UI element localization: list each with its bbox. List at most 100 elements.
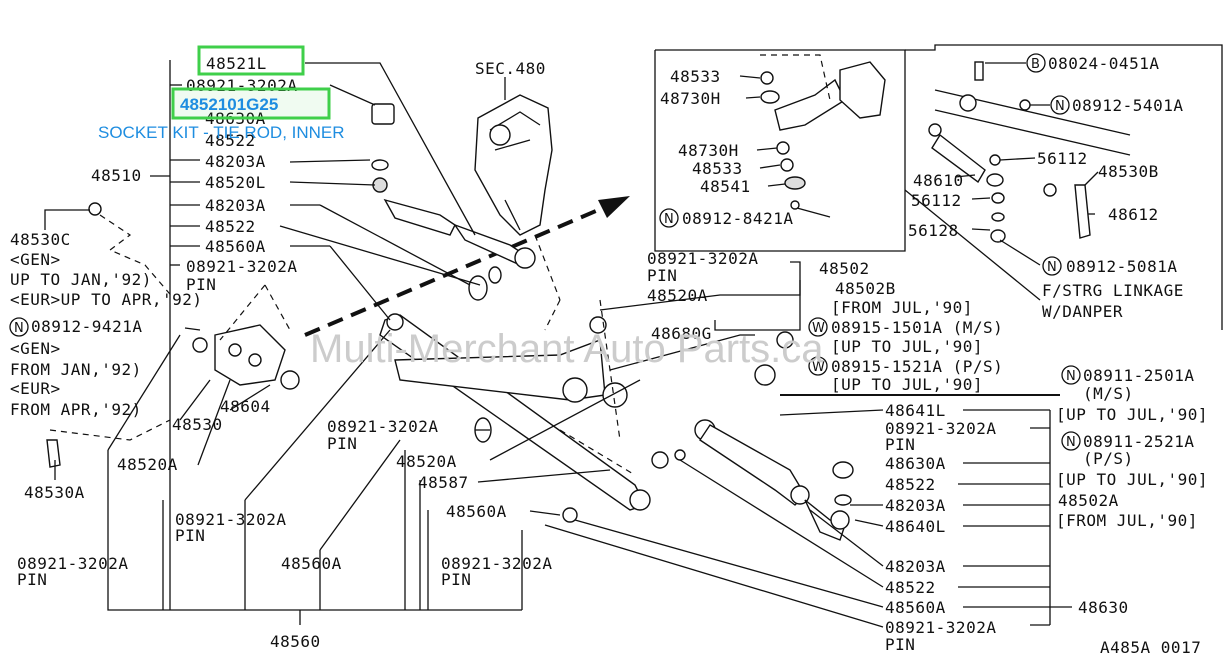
b-mark: B	[1031, 57, 1040, 72]
label-48530c: 48530C	[10, 230, 71, 249]
label-48610: 48610	[913, 171, 964, 190]
label-48522-2: 48522	[205, 217, 256, 236]
steering-gear-box	[474, 77, 561, 331]
n-mark-2: N	[664, 212, 674, 227]
label-08911-2501a: 08911-2501A	[1083, 366, 1194, 385]
idler-bracket	[46, 202, 300, 468]
w-mark-1: W	[812, 321, 825, 336]
label-48612: 48612	[1108, 205, 1159, 224]
label-56112-2: 56112	[911, 191, 962, 210]
label-08912-9421a: 08912-9421A	[31, 317, 142, 336]
highlight-part-number[interactable]: 4852101G25	[180, 95, 278, 114]
n-mark-1: N	[14, 321, 24, 336]
label-upto-jul90-2: [UP TO JUL,'90]	[831, 375, 983, 394]
highlight-box-part-number[interactable]	[171, 87, 331, 120]
label-48522-top: 48522	[205, 131, 256, 150]
label-48502b: 48502B	[835, 279, 896, 298]
label-48502: 48502	[819, 259, 870, 278]
label-from-jul90: [FROM JUL,'90]	[831, 298, 973, 317]
label-48533-2: 48533	[692, 159, 743, 178]
label-48604: 48604	[220, 397, 271, 416]
label-48560a-low: 48560A	[446, 502, 507, 521]
label-48530: 48530	[172, 415, 223, 434]
label-pin-c: PIN	[175, 526, 205, 545]
label-48630: 48630	[1078, 598, 1129, 617]
pitman-idler	[394, 299, 794, 476]
label-eur-upto-apr92: <EUR>UP TO APR,'92)	[10, 290, 203, 309]
label-48560: 48560	[270, 632, 321, 651]
arrow-head	[598, 196, 630, 218]
n-mark-3: N	[1055, 99, 1065, 114]
label-48203a-r: 48203A	[885, 496, 946, 515]
label-48502a: 48502A	[1058, 491, 1119, 510]
label-48587: 48587	[418, 473, 469, 492]
label-08921-h: 08921-3202A	[885, 419, 996, 438]
n-mark-5: N	[1066, 369, 1076, 384]
label-48730h-2: 48730H	[678, 141, 739, 160]
label-pin-b: PIN	[186, 275, 216, 294]
inset-box-damper	[905, 44, 1223, 330]
label-48560a-1: 48560A	[205, 237, 266, 256]
label-48530b: 48530B	[1098, 162, 1159, 181]
highlight-overlay[interactable]: 4852101G25 SOCKET KIT - TIE ROD, INNER	[98, 45, 345, 142]
label-48522-r: 48522	[885, 475, 936, 494]
n-mark-6: N	[1066, 435, 1076, 450]
label-48530a: 48530A	[24, 483, 85, 502]
label-08915-1521a: 08915-1521A (P/S)	[831, 357, 1003, 376]
label-48520a-left: 48520A	[117, 455, 178, 474]
label-from-jul90-2: [FROM JUL,'90]	[1056, 511, 1198, 530]
label-48640l: 48640L	[885, 517, 946, 536]
label-08912-5081a: 08912-5081A	[1066, 257, 1177, 276]
label-08921-d: 08921-3202A	[17, 554, 128, 573]
labels: 48521L 08921-3202A 48630A 48522 48203A 4…	[10, 54, 1208, 657]
label-upto-jan92: UP TO JAN,'92)	[10, 270, 152, 289]
inset-divider	[904, 189, 1041, 301]
label-08915-1501a: 08915-1501A (M/S)	[831, 318, 1003, 337]
diagram-id: A485A 0017	[1100, 638, 1201, 657]
label-48641l: 48641L	[885, 401, 946, 420]
label-48203a-2: 48203A	[205, 196, 266, 215]
label-56128: 56128	[908, 221, 959, 240]
label-08912-5401a: 08912-5401A	[1072, 96, 1183, 115]
label-upto-jul90-1: [UP TO JUL,'90]	[831, 337, 983, 356]
w-mark-2: W	[812, 360, 825, 375]
label-08921-b: 08921-3202A	[186, 257, 297, 276]
label-48522-b: 48522	[885, 578, 936, 597]
label-48560a-mid: 48560A	[281, 554, 342, 573]
label-pin-h: PIN	[885, 435, 915, 454]
label-48521l: 48521L	[206, 54, 267, 73]
label-upto-jul90-4: [UP TO JUL,'90]	[1056, 470, 1208, 489]
circle-marks: N N B N N W W N N	[9, 53, 1081, 451]
label-48520l: 48520L	[205, 173, 266, 192]
inset-box-idler	[654, 49, 906, 252]
label-pin-g: PIN	[647, 266, 677, 285]
label-08912-8421a: 08912-8421A	[682, 209, 793, 228]
label-48520a-mid: 48520A	[396, 452, 457, 471]
highlight-description: SOCKET KIT - TIE ROD, INNER	[98, 123, 345, 142]
highlight-box-part-label[interactable]	[197, 45, 305, 76]
label-from-apr92: FROM APR,'92)	[10, 400, 142, 419]
label-08024-0451a: 08024-0451A	[1048, 54, 1159, 73]
label-upto-jul90-3: [UP TO JUL,'90]	[1056, 405, 1208, 424]
label-gen-2: <GEN>	[10, 339, 61, 358]
label-48510: 48510	[91, 166, 142, 185]
label-pin-i: PIN	[885, 635, 915, 654]
right-tie-rod	[651, 419, 854, 541]
label-from-jan92: FROM JAN,'92)	[10, 360, 142, 379]
label-w-danper: W/DANPER	[1042, 302, 1123, 321]
label-08921-e: 08921-3202A	[327, 417, 438, 436]
label-48730h-1: 48730H	[660, 89, 721, 108]
label-ms: (M/S)	[1083, 384, 1134, 403]
label-pin-e: PIN	[327, 434, 357, 453]
label-08921-g: 08921-3202A	[647, 249, 758, 268]
label-48680g: 48680G	[651, 324, 712, 343]
label-48533-1: 48533	[670, 67, 721, 86]
label-48520a-r: 48520A	[647, 286, 708, 305]
idler-arm-inset	[760, 54, 886, 210]
label-fstrg-linkage: F/STRG LINKAGE	[1042, 281, 1184, 300]
watermark: Multi-Merchant Auto Parts.ca	[310, 327, 824, 371]
label-ps: (P/S)	[1083, 449, 1134, 468]
label-48203a-1: 48203A	[205, 152, 266, 171]
